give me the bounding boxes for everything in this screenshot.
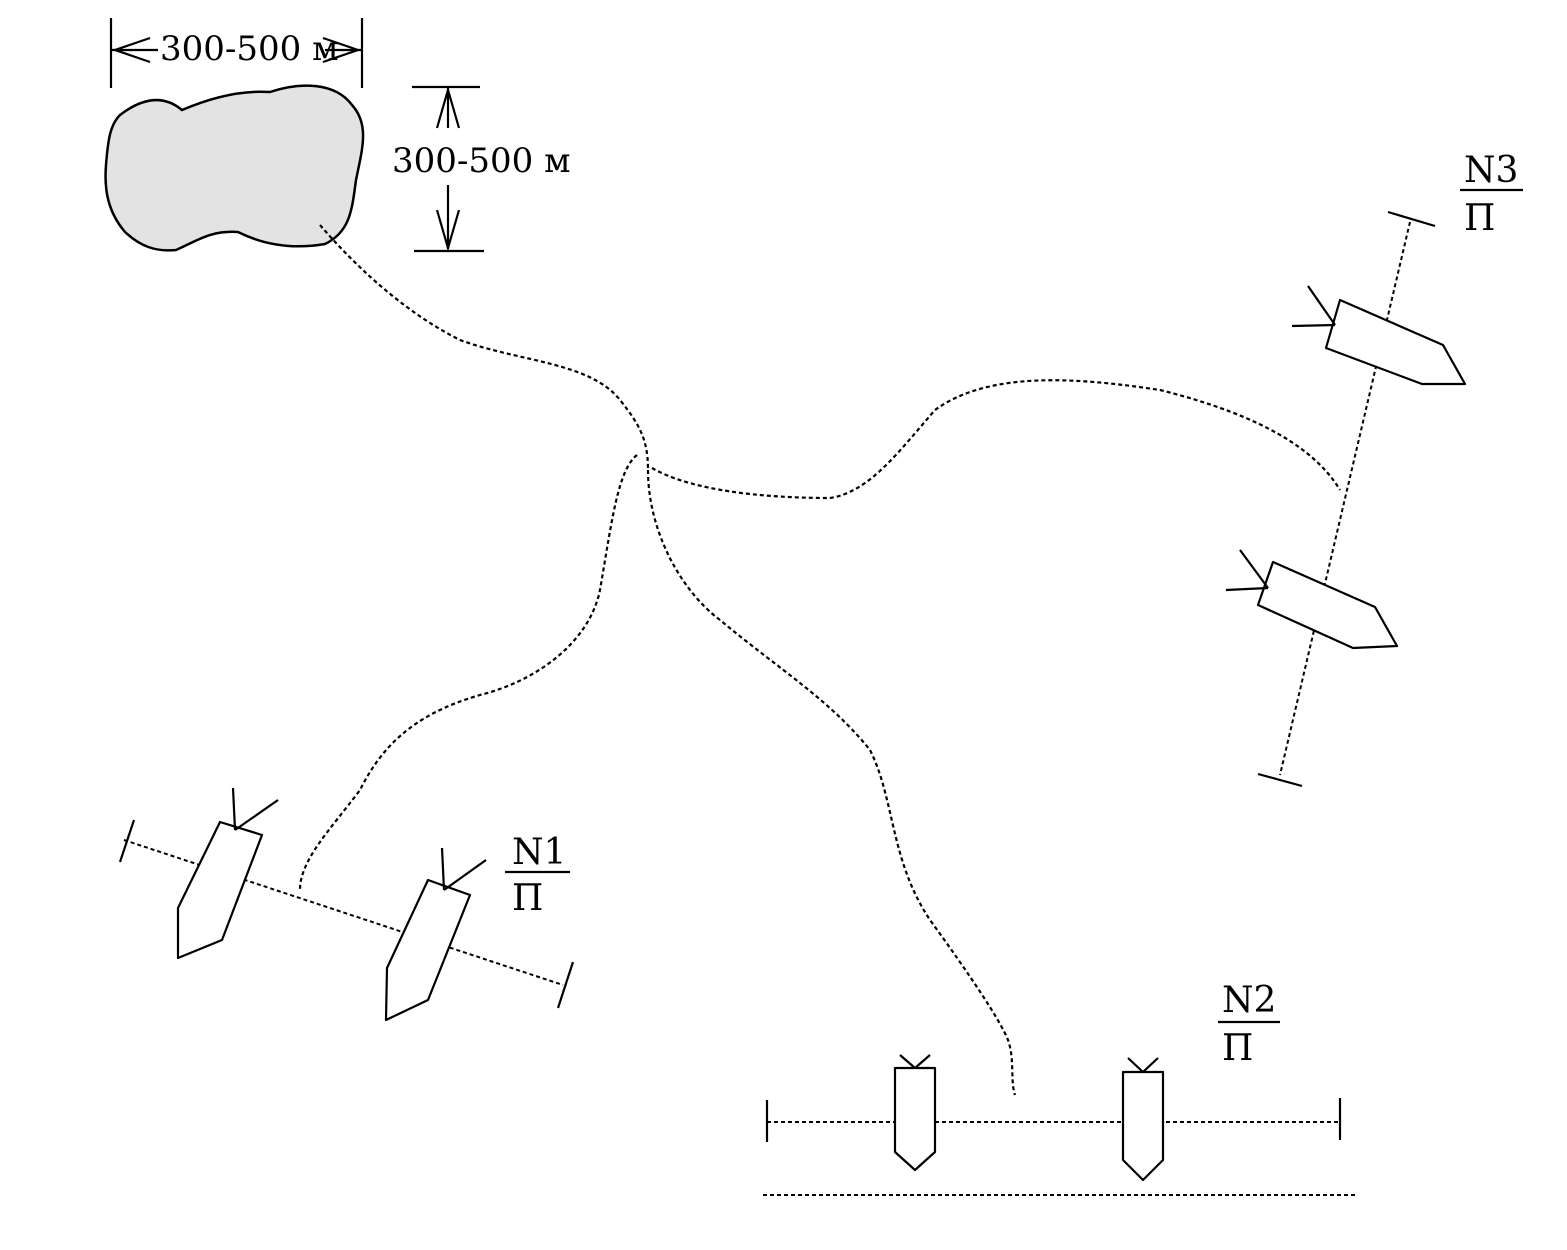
group-n2 (763, 1054, 1355, 1196)
group-n2-number: N2 (1222, 980, 1276, 1021)
group-n1-deployment-line (123, 839, 564, 986)
group-n3-deployment-line (1279, 221, 1411, 776)
group-n3-ship-1 (1291, 285, 1467, 386)
group-n3-number: N3 (1464, 150, 1518, 191)
group-n1-end-tick-right (556, 961, 575, 1009)
group-n3 (1225, 210, 1467, 788)
height-dimension (412, 85, 484, 253)
group-n3-end-tick-bottom (1257, 772, 1303, 788)
width-dimension-label: 300-500 м (160, 29, 339, 69)
route-from-area (319, 224, 650, 471)
group-n1-ship-1 (176, 787, 279, 960)
group-n3-end-tick-top (1387, 210, 1436, 228)
route-to-group-n1 (298, 454, 638, 891)
route-to-group-n2 (646, 469, 1017, 1096)
group-n1-number: N1 (512, 832, 566, 873)
group-n1 (118, 787, 575, 1022)
group-n2-label: N2 П (1218, 980, 1280, 1069)
group-n2-ship-1 (893, 1054, 937, 1172)
group-n2-letter: П (1222, 1028, 1253, 1069)
width-dimension (109, 18, 364, 88)
group-n1-end-tick-left (118, 819, 136, 863)
group-n3-ship-2 (1225, 549, 1399, 650)
group-n1-ship-2 (384, 847, 487, 1022)
group-n3-letter: П (1464, 198, 1495, 239)
group-n1-label: N1 П (505, 832, 570, 919)
height-dimension-label: 300-500 м (392, 141, 571, 181)
target-area (104, 84, 365, 252)
group-n3-label: N3 П (1460, 150, 1523, 239)
group-n2-ship-2 (1121, 1057, 1165, 1182)
group-n1-letter: П (512, 878, 543, 919)
route-to-group-n3 (651, 379, 1341, 500)
